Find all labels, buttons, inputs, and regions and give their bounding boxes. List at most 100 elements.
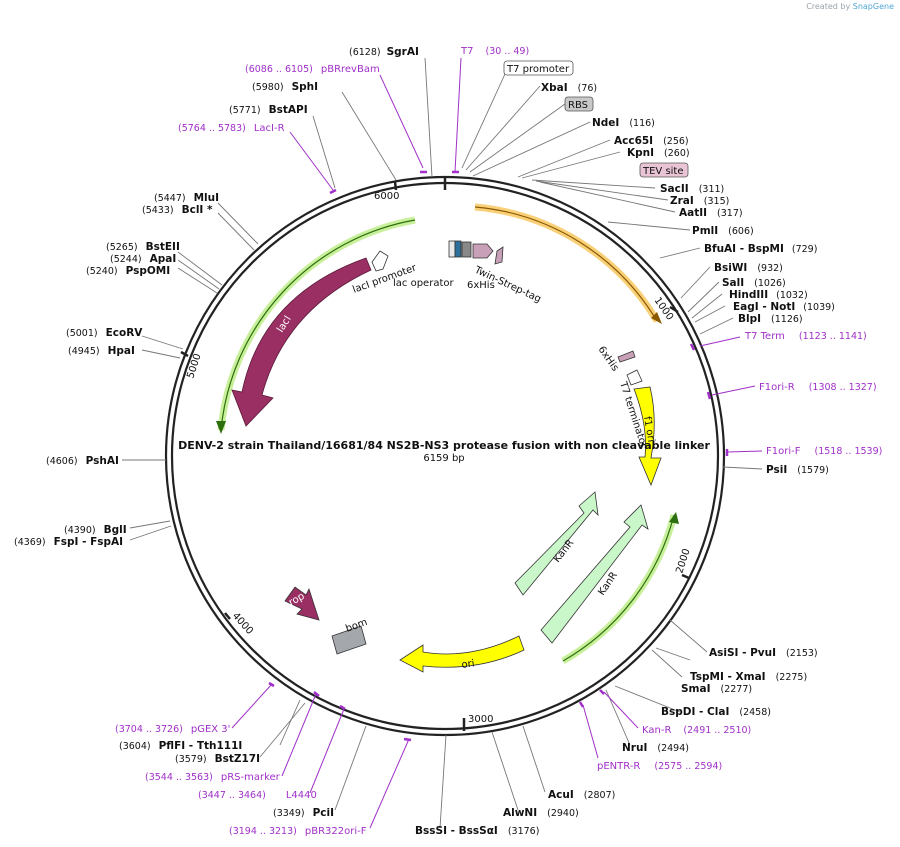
primer-label: (3447 .. 3464)L4440 — [198, 790, 317, 801]
site-label: (5447)MluI — [154, 192, 219, 204]
site-label: SmaI(2277) — [681, 683, 752, 695]
site-label: XbaI(76) — [541, 82, 597, 94]
site-label: KpnI(260) — [627, 147, 690, 159]
tick-label-2000: 2000 — [674, 547, 692, 575]
site-label: (4369)FspI - FspAI — [14, 536, 123, 548]
site-label: EagI - NotI(1039) — [733, 301, 835, 313]
tick-label-5000: 5000 — [185, 352, 203, 380]
site-label: PsiI(1579) — [766, 464, 829, 476]
site-label: BssSI - BssSαI(3176) — [415, 825, 539, 837]
site-label: (5001)EcoRV — [66, 327, 143, 339]
rbs-box — [564, 96, 594, 112]
6xHis-label-right: 6xHis — [596, 344, 621, 373]
primer-label: (6086 .. 6105)pBRrevBam — [245, 64, 380, 75]
site-label: (5240)PspOMI — [86, 265, 170, 277]
tick-1000 — [669, 305, 679, 314]
tick-label-3000: 3000 — [468, 714, 493, 725]
site-label: SacII(311) — [660, 183, 724, 195]
primer-label: T7 Term(1123 .. 1141) — [744, 331, 867, 342]
primer-label: T7(30 .. 49) — [460, 46, 529, 57]
site-label: AcuI(2807) — [548, 789, 615, 801]
site-label: BspDI - ClaI(2458) — [661, 706, 771, 718]
primer-label: Kan-R(2491 .. 2510) — [642, 725, 751, 736]
site-label: AlwNI(2940) — [503, 807, 579, 819]
site-label: (4390)BglI — [64, 524, 127, 536]
ori-label: ori — [461, 658, 475, 671]
site-label: (5980)SphI — [252, 81, 318, 93]
rbs-label: RBS — [568, 100, 588, 111]
primer-markers — [268, 170, 729, 742]
kanR-feature-2 — [540, 504, 649, 644]
t7-promoter-label: T7 promoter — [506, 64, 570, 75]
tick-label-4000: 4000 — [230, 611, 255, 637]
lac-operator-block — [448, 240, 456, 258]
tick-label-6000: 6000 — [374, 191, 399, 202]
6xHis-label-top: 6xHis — [467, 280, 495, 291]
primer-label: (3194 .. 3213)pBR322ori-F — [229, 826, 367, 837]
boxed-features: T7 promoter RBS TEV site — [503, 60, 689, 178]
site-label: (5771)BstAPI — [229, 104, 308, 116]
site-label: (3349)PciI — [273, 807, 334, 819]
twin-strep-tag-arrow — [472, 243, 494, 259]
site-label: (4606)PshAI — [46, 455, 119, 467]
tick-4000 — [224, 612, 231, 620]
site-label: AatII(317) — [679, 207, 743, 219]
site-label: (6128)SgrAI — [349, 46, 419, 58]
site-label: (3604)PflFI - Tth111I — [119, 740, 242, 752]
orf-green-left-arrowhead — [216, 421, 226, 434]
lacI-promoter-arrow — [371, 250, 389, 272]
primer-label: pENTR-R(2575 .. 2594) — [597, 761, 722, 772]
site-label: NdeI(116) — [592, 117, 655, 129]
site-label: AsiSI - PvuI(2153) — [709, 647, 818, 659]
site-label: BsiWI(932) — [714, 262, 783, 274]
site-label: (5265)BstEII — [106, 241, 180, 253]
orf-orange-arrowhead — [651, 312, 662, 324]
tev-site-box — [639, 162, 689, 178]
primer-label: (3544 .. 3563)pRS-marker — [145, 772, 281, 783]
t7-terminator-arrow — [626, 369, 643, 386]
tick-5000 — [180, 350, 189, 358]
bom-feature — [331, 625, 367, 655]
lac-operator-label: lac operator — [393, 278, 454, 289]
primer-labels: T7(30 .. 49) (6086 .. 6105)pBRrevBam (57… — [115, 46, 882, 837]
restriction-sites-left: (5980)SphI (5771)BstAPI (5447)MluI (5433… — [14, 81, 318, 765]
primer-label: F1ori-F(1518 .. 1539) — [766, 446, 882, 457]
primer-label: (3704 .. 3726)pGEX 3' — [115, 724, 230, 735]
t7-promoter-box — [503, 60, 574, 76]
snapgene-credit: Created by SnapGene — [806, 2, 894, 11]
orf-orange-arc-line — [474, 206, 658, 322]
restriction-sites-right: (6128)SgrAI XbaI(76) NdeI(116) Acc65I(25… — [273, 46, 835, 837]
primer-label: (5764 .. 5783)LacI-R — [178, 123, 285, 134]
ticks — [180, 177, 690, 731]
site-label: (5244)ApaI — [110, 253, 176, 265]
rbs-block — [461, 241, 472, 258]
orf-green-arc-left-line — [220, 219, 416, 431]
site-label: ZraI(315) — [670, 195, 729, 207]
plasmid-title: DENV-2 strain Thailand/16681/84 NS2B-NS3… — [178, 439, 710, 452]
primer-lines — [231, 57, 763, 829]
site-label: BlpI(1126) — [738, 313, 803, 325]
snapgene-logo: SnapGene — [852, 2, 894, 11]
tev-site-label: TEV site — [642, 166, 684, 177]
rop-feature — [284, 586, 320, 621]
f1ori-label: f1 ori — [641, 416, 656, 444]
site-label: SalI(1026) — [722, 277, 786, 289]
primer-label: F1ori-R(1308 .. 1327) — [759, 382, 877, 393]
lacI-feature — [231, 257, 372, 427]
tev-arrow — [494, 246, 504, 265]
site-label: NruI(2494) — [622, 742, 689, 754]
6xHis-small-arrow — [617, 350, 636, 363]
site-label: (5433)BclI * — [142, 204, 213, 216]
site-label: BfuAI - BspMI(729) — [704, 243, 817, 255]
site-label: HindIII(1032) — [729, 289, 808, 301]
6xHis-block — [454, 240, 462, 258]
site-label: PmlI(606) — [692, 225, 754, 237]
plasmid-size: 6159 bp — [423, 453, 464, 464]
tick-2000 — [681, 573, 690, 580]
orf-green-right-arrowhead — [669, 512, 679, 524]
tick-6000 — [393, 181, 398, 191]
site-leader-lines — [122, 57, 763, 829]
site-label: (4945)HpaI — [68, 345, 135, 357]
site-label: TspMI - XmaI(2275) — [690, 671, 807, 683]
